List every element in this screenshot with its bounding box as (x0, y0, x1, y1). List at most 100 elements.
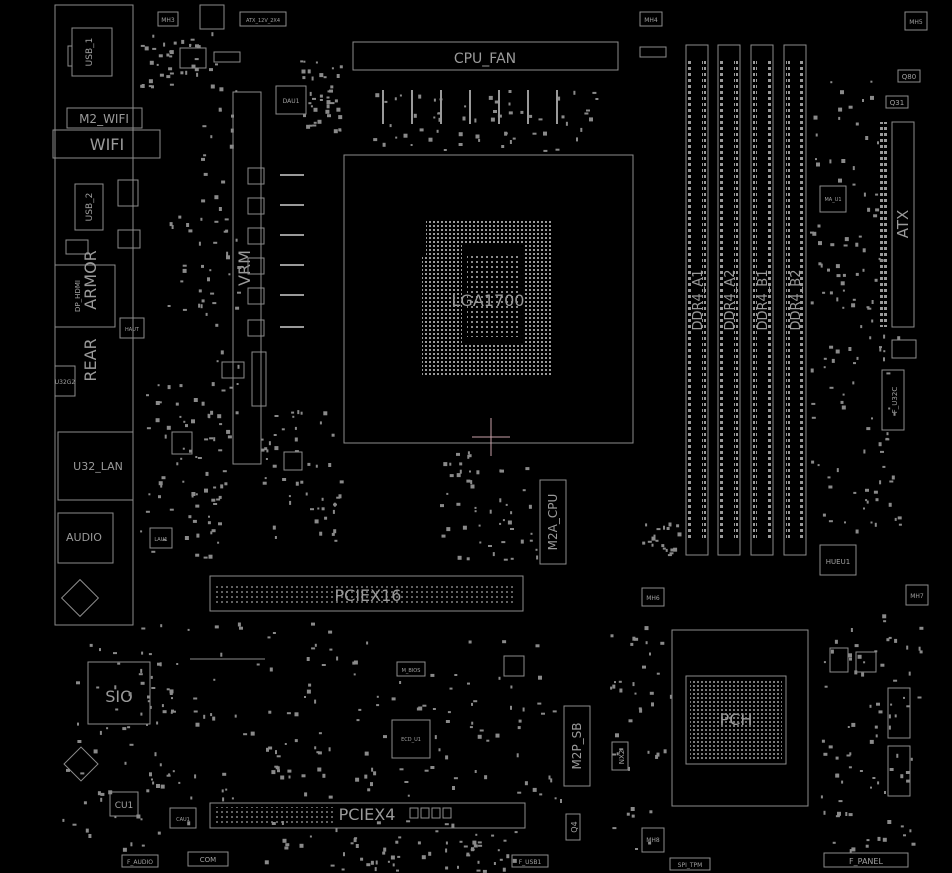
cu1-chip (109, 791, 139, 817)
smd-pad (166, 53, 170, 57)
smd-pad (182, 308, 187, 311)
smd-pad (216, 360, 219, 363)
smd-pad (499, 522, 502, 525)
smd-pad (72, 823, 77, 826)
smd-pad (203, 154, 207, 157)
dp-hdmi-port (54, 264, 116, 328)
smd-pad (321, 497, 324, 501)
smd-pad (222, 470, 227, 473)
smd-pad (430, 673, 435, 677)
smd-pad (842, 273, 846, 277)
smd-pad (842, 393, 845, 396)
smd-pad (532, 132, 537, 135)
svg-text:MH8: MH8 (646, 837, 660, 844)
smd-pad (145, 510, 150, 513)
smd-pad (214, 195, 219, 200)
smd-pad (140, 668, 143, 673)
smd-pad (860, 325, 863, 329)
smd-pad (370, 860, 374, 865)
smd-pad (835, 264, 840, 269)
svg-text:DDR4_A1: DDR4_A1 (691, 270, 706, 331)
smd-pad (324, 516, 328, 520)
smd-pad (323, 76, 327, 79)
smd-pad (565, 121, 568, 126)
smd-pad (176, 663, 179, 665)
smd-pad (510, 511, 513, 515)
smd-pad (268, 746, 273, 750)
smd-pad (193, 398, 198, 402)
smd-pad (147, 695, 150, 699)
smd-pad (114, 816, 117, 819)
smd-pad (328, 463, 332, 467)
smd-pad (198, 303, 201, 308)
smd-pad (273, 434, 277, 436)
smd-pad (182, 447, 185, 450)
smd-pad (210, 531, 213, 535)
bios-ec-area: M_BIOS ECD_U1 (391, 655, 525, 759)
smd-pad (327, 114, 331, 118)
smd-pad (866, 427, 871, 431)
smd-pad (195, 456, 198, 458)
smd-pad (128, 692, 132, 697)
smd-pad (323, 411, 328, 416)
smd-pad (220, 484, 224, 489)
smd-pad (882, 614, 887, 619)
smd-pad (554, 797, 557, 800)
cpu-fan-label: CPU_FAN (454, 51, 516, 67)
smd-pad (300, 411, 303, 415)
smd-pad (306, 124, 311, 129)
smd-pad (307, 69, 311, 74)
smd-pad (389, 124, 392, 128)
smd-pad (336, 496, 341, 499)
smd-pad (888, 407, 891, 410)
smd-pad (468, 454, 472, 458)
smd-pad (878, 257, 881, 260)
svg-text:PCH: PCH (720, 710, 753, 729)
sio-chip (87, 661, 151, 725)
smd-pad (200, 304, 203, 309)
smd-pad (473, 844, 478, 848)
smd-pad (538, 675, 542, 680)
lga1700-label: LGA1700 (452, 291, 525, 310)
smd-pad (176, 462, 179, 466)
smd-pad (149, 772, 152, 777)
top-connectors: MH3 ATX_12V_2X4 CPU_FAN MH4 MH5 Q80 Q31 (157, 4, 928, 109)
smd-pad (893, 679, 898, 682)
smd-pad (106, 727, 109, 730)
smd-pad (387, 860, 390, 863)
smd-pad (218, 107, 222, 112)
smd-pad (208, 515, 210, 518)
smd-pad (218, 495, 222, 499)
smd-pad (96, 686, 100, 689)
svg-text:F_PANEL: F_PANEL (849, 857, 883, 866)
smd-pad (844, 237, 849, 242)
smd-pad (169, 693, 173, 695)
smd-pad (383, 735, 387, 739)
smd-pad (295, 481, 299, 486)
smd-pad (501, 541, 506, 544)
smd-pad (317, 767, 322, 772)
smd-pad (201, 264, 204, 268)
smd-pad (271, 770, 276, 775)
smd-pad (910, 757, 913, 761)
svg-text:F_USB1: F_USB1 (519, 859, 542, 866)
smd-pad (649, 691, 654, 695)
smd-pad (317, 751, 322, 755)
smd-pad (226, 429, 231, 434)
smd-pad (319, 73, 324, 78)
smd-pad (198, 289, 202, 293)
smd-pad (350, 842, 354, 845)
smd-pad (156, 63, 159, 66)
header-stub (527, 90, 529, 124)
smd-pad (482, 869, 487, 873)
smd-pad (458, 143, 463, 146)
smd-pad (841, 780, 844, 784)
smd-pad (331, 67, 334, 70)
smd-pad (512, 137, 516, 140)
smd-pad (456, 502, 461, 506)
smd-pad (510, 557, 514, 560)
smd-pad (168, 67, 173, 71)
smd-pad (437, 112, 442, 115)
smd-pad (219, 423, 223, 426)
smd-pad (209, 437, 214, 440)
